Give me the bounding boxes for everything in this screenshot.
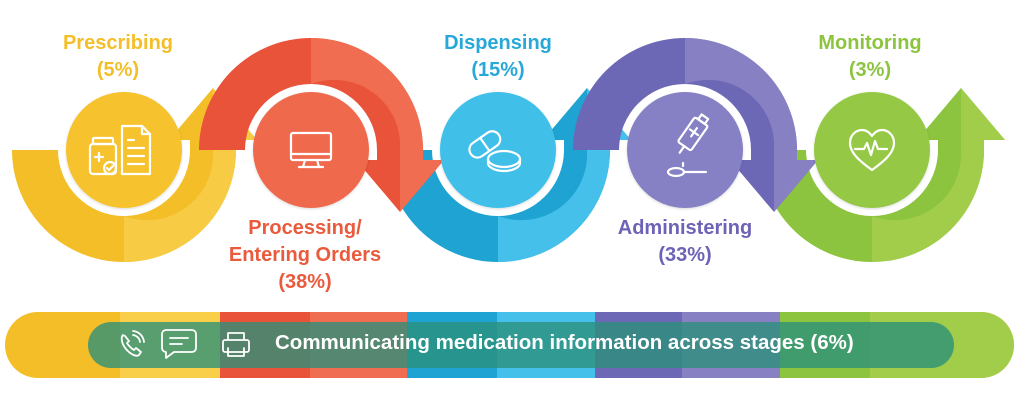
pill-bottle-prescription-icon xyxy=(88,124,152,176)
dropper-spoon-icon xyxy=(666,113,710,178)
monitoring-title: Monitoring xyxy=(818,32,922,54)
communication-label: Communicating medication information acr… xyxy=(275,331,854,354)
prescribing-circle xyxy=(66,92,182,208)
processing-title-line2: Entering Orders xyxy=(228,244,382,266)
fax-icon xyxy=(222,332,250,357)
heart-monitor-icon xyxy=(848,128,896,172)
processing-percent: (38%) xyxy=(278,271,332,293)
computer-monitor-icon xyxy=(289,131,333,169)
administering-percent: (33%) xyxy=(658,244,712,266)
monitoring-arc xyxy=(760,88,1005,262)
prescribing-percent: (5%) xyxy=(96,59,140,81)
processing-arc xyxy=(199,38,444,212)
administering-circle xyxy=(627,92,743,208)
prescribing-title: Prescribing xyxy=(62,32,174,54)
bottom-band xyxy=(5,312,1014,378)
processing-circle xyxy=(253,92,369,208)
monitoring-label: Monitoring (3%) xyxy=(785,30,955,84)
dispensing-label: Dispensing (15%) xyxy=(418,30,578,84)
processing-label: Processing/ Entering Orders (38%) xyxy=(205,215,405,296)
administering-label: Administering (33%) xyxy=(585,215,785,269)
prescribing-label: Prescribing (5%) xyxy=(38,30,198,84)
processing-title: Processing/ xyxy=(248,217,362,239)
phone-icon xyxy=(120,330,145,357)
dispensing-title: Dispensing xyxy=(444,32,552,54)
dispensing-percent: (15%) xyxy=(471,59,525,81)
monitoring-percent: (3%) xyxy=(848,59,892,81)
administering-title: Administering xyxy=(617,217,753,239)
pills-icon xyxy=(468,130,522,173)
chat-icon xyxy=(161,329,197,359)
administering-arc xyxy=(573,38,818,212)
dispensing-circle xyxy=(440,92,556,208)
